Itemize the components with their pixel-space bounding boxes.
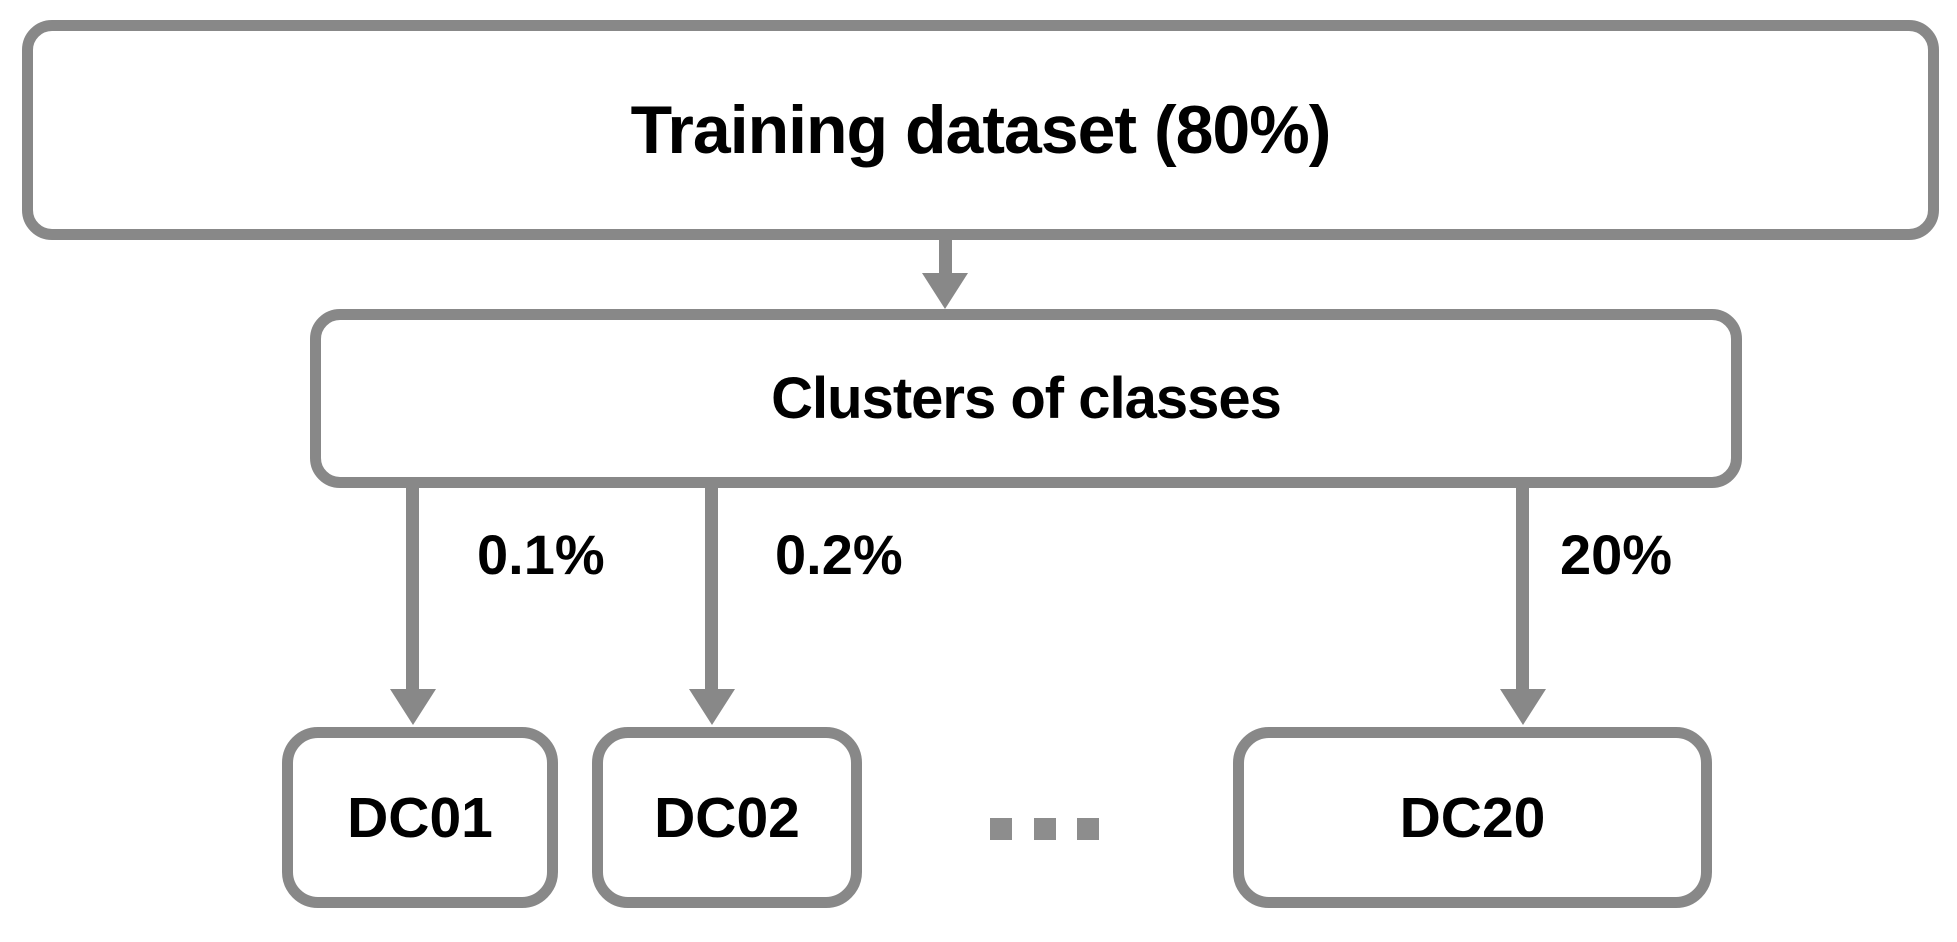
arrow-clusters-to-dc20-shaft xyxy=(1516,486,1529,690)
arrow-clusters-to-dc01-shaft xyxy=(406,486,419,690)
dc02-box: DC02 xyxy=(592,727,862,908)
clusters-of-classes-label: Clusters of classes xyxy=(771,366,1282,431)
branch-percent-label-dc20: 20% xyxy=(1560,523,1673,586)
branch-percent-label-dc02: 0.2% xyxy=(775,523,903,586)
dc20-box: DC20 xyxy=(1233,727,1712,908)
arrow-clusters-to-dc20-head xyxy=(1500,689,1546,725)
training-dataset-box: Training dataset (80%) xyxy=(22,20,1939,240)
arrow-clusters-to-dc02-shaft xyxy=(705,486,718,690)
training-dataset-label: Training dataset (80%) xyxy=(630,92,1332,168)
arrow-training-to-clusters-shaft xyxy=(939,239,952,275)
dc02-label: DC02 xyxy=(654,785,800,850)
ellipsis-dot xyxy=(1034,818,1056,840)
dc01-box: DC01 xyxy=(282,727,558,908)
ellipsis-dot xyxy=(990,818,1012,840)
branch-percent-label-dc01: 0.1% xyxy=(477,523,605,586)
arrow-clusters-to-dc01-head xyxy=(390,689,436,725)
arrow-clusters-to-dc02-head xyxy=(689,689,735,725)
arrow-training-to-clusters-head xyxy=(922,273,968,309)
dc20-label: DC20 xyxy=(1399,785,1546,850)
dc01-label: DC01 xyxy=(347,785,493,850)
clusters-of-classes-box: Clusters of classes xyxy=(310,309,1742,488)
ellipsis-dot xyxy=(1077,818,1099,840)
